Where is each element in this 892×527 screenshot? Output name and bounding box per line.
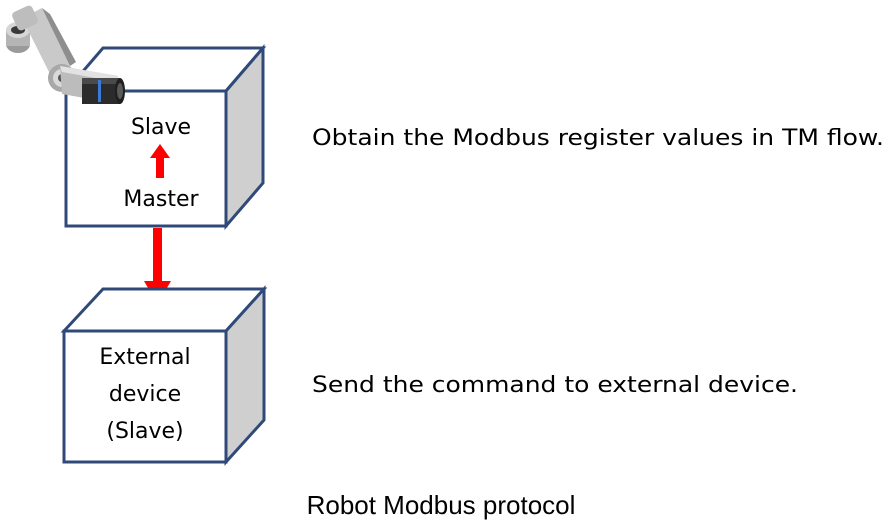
- robot-arm-icon: [6, 5, 125, 104]
- upper-box-front-face: [64, 89, 228, 228]
- master-to-slave-arrow: [150, 144, 170, 178]
- lower-box-line2: device: [109, 382, 181, 407]
- lower-box: [60, 285, 268, 466]
- lower-box-line3: (Slave): [106, 419, 183, 444]
- upper-box-top-label: Slave: [131, 115, 191, 140]
- upper-description: Obtain the Modbus register values in TM …: [312, 126, 884, 151]
- diagram-caption: Robot Modbus protocol: [307, 490, 576, 520]
- lower-description: Send the command to external device.: [312, 373, 798, 398]
- lower-box-front-face: [62, 329, 228, 464]
- lower-box-line1: External: [99, 345, 190, 370]
- upper-box-bottom-label: Master: [123, 187, 199, 212]
